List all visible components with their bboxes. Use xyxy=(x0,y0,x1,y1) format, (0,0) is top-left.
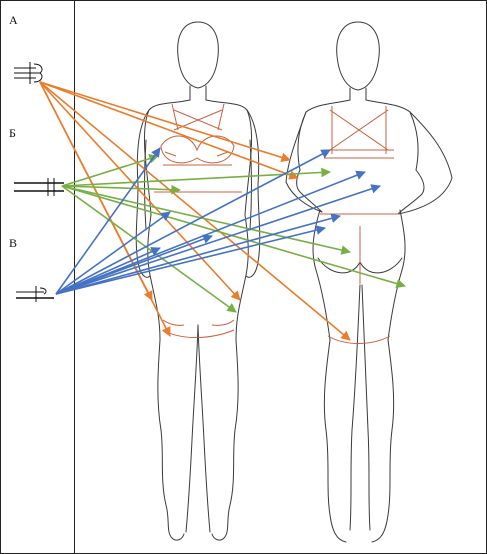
row-label-v: В xyxy=(9,236,17,251)
front-head xyxy=(178,22,219,88)
blue-arrow-6 xyxy=(56,186,380,294)
back-figure xyxy=(286,22,452,542)
blue-arrow-5 xyxy=(56,172,365,294)
row-label-a: А xyxy=(9,13,18,28)
blue-arrow-4 xyxy=(56,150,330,294)
back-head xyxy=(337,22,380,90)
green-arrow-6 xyxy=(62,186,350,252)
blue-arrow-9 xyxy=(56,236,212,294)
double-needle-stitch-symbol xyxy=(14,178,64,196)
arrows-layer xyxy=(40,82,405,340)
orange-arrow-6 xyxy=(40,82,298,178)
row-label-b: Б xyxy=(9,126,16,141)
overlock-stitch-symbol xyxy=(14,62,42,84)
back-garment-seams xyxy=(320,106,400,344)
single-needle-stitch-symbol xyxy=(16,286,54,302)
front-figure xyxy=(136,22,260,540)
